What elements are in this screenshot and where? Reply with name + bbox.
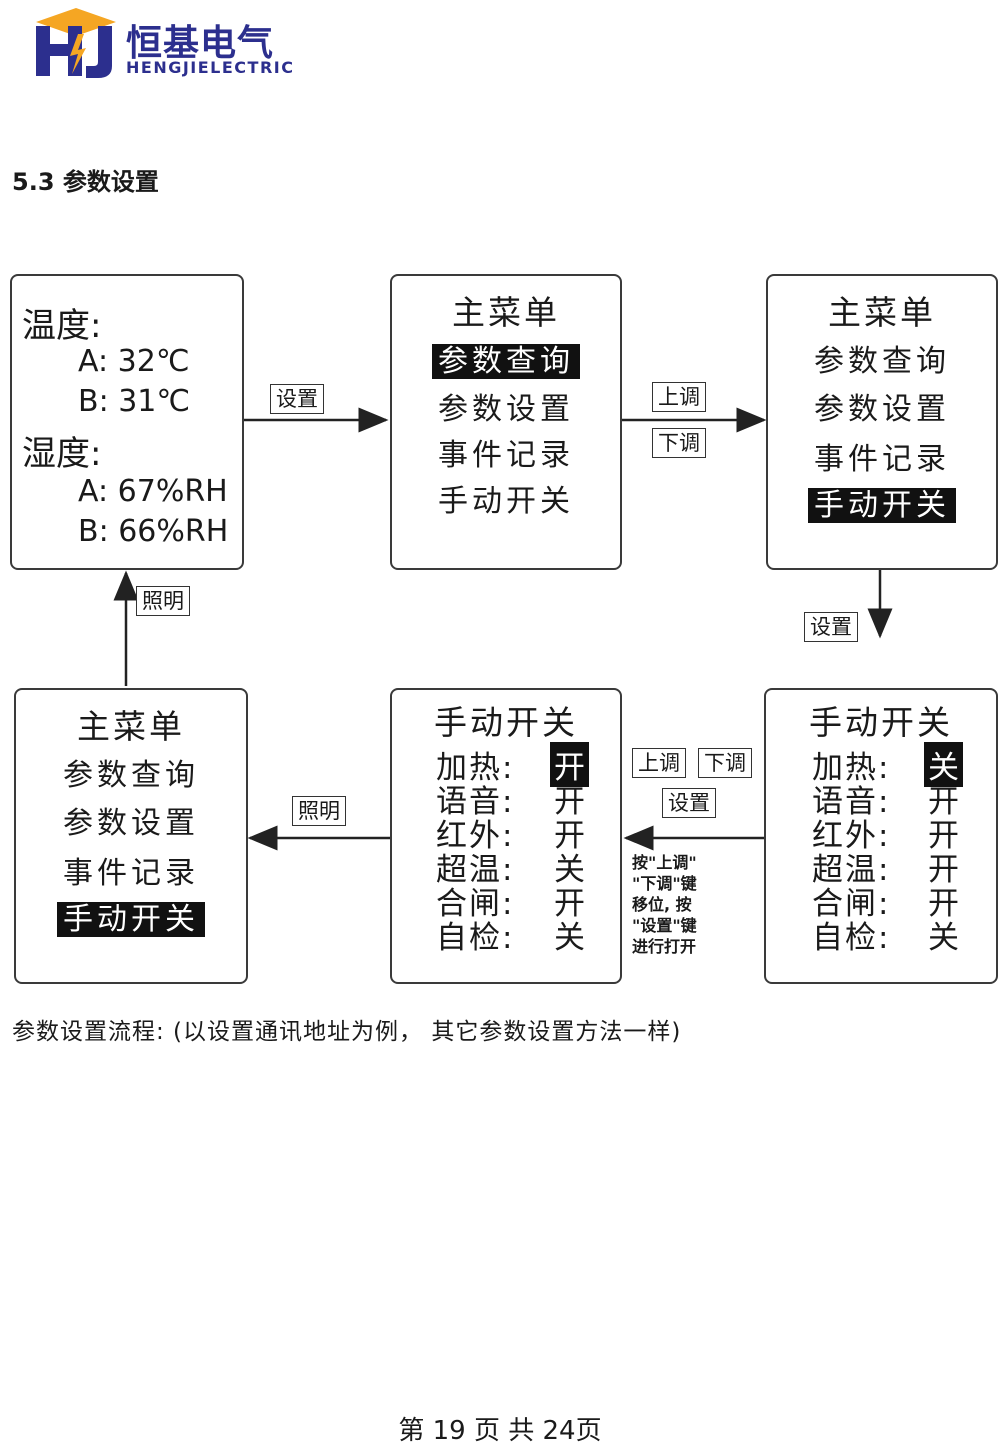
- menu2-item-query[interactable]: 参数查询: [814, 344, 950, 379]
- brand-name-en: HENGJIELECTRIC: [126, 58, 295, 77]
- key-set-1: 设置: [270, 384, 324, 414]
- manual-right-value-overtemp[interactable]: 开: [928, 852, 959, 888]
- manual-right-value-heating[interactable]: 关: [924, 742, 963, 787]
- key-light-1: 照明: [292, 796, 346, 826]
- menu2-item-manual[interactable]: 手动开关: [768, 480, 996, 524]
- manual-mid-value-infrared[interactable]: 开: [554, 818, 585, 854]
- manual-right-value-infrared[interactable]: 开: [928, 818, 959, 854]
- screen-manual-switch-right: 手动开关 加热: 关 语音: 开 红外: 开 超温: 开 合闸: 开 自检: 关: [764, 688, 998, 984]
- instruction-note: 按"上调" "下调"键 移位, 按 "设置"键 进行打开: [632, 853, 697, 956]
- manual-mid-value-voice[interactable]: 开: [554, 784, 585, 820]
- screen-main-menu-2: 主菜单 参数查询 参数设置 事件记录 手动开关: [766, 274, 998, 570]
- flow-arrows: [113, 407, 893, 851]
- logo-mark-icon: [36, 8, 116, 78]
- temp-b-value: B: 31℃: [78, 384, 191, 419]
- menu1-title: 主菜单: [452, 293, 560, 332]
- key-down-1: 下调: [652, 428, 706, 458]
- manual-right-value-selftest[interactable]: 关: [928, 920, 959, 956]
- temp-label: 温度:: [22, 306, 102, 346]
- manual-mid-label-selftest: 自检:: [436, 920, 515, 956]
- section-title: 5.3 参数设置: [12, 168, 159, 196]
- manual-mid-value-heating[interactable]: 开: [550, 742, 589, 787]
- key-set-2: 设置: [804, 612, 858, 642]
- key-down-2: 下调: [698, 748, 752, 778]
- manual-mid-value-overtemp[interactable]: 关: [554, 852, 585, 888]
- menu3-title: 主菜单: [77, 707, 185, 746]
- menu1-item-settings[interactable]: 参数设置: [438, 392, 574, 427]
- manual-mid-value-closing[interactable]: 开: [554, 886, 585, 922]
- key-up-1: 上调: [652, 382, 706, 412]
- humidity-a-value: A: 67%RH: [78, 474, 228, 509]
- menu3-item-settings[interactable]: 参数设置: [63, 806, 199, 841]
- key-set-3: 设置: [662, 788, 716, 818]
- humidity-label: 湿度:: [22, 434, 102, 474]
- menu3-item-events[interactable]: 事件记录: [63, 856, 199, 891]
- manual-right-title: 手动开关: [809, 703, 953, 742]
- key-light-2: 照明: [136, 586, 190, 616]
- manual-mid-label-heating: 加热:: [436, 750, 515, 786]
- manual-right-label-overtemp: 超温:: [812, 852, 891, 888]
- manual-right-value-voice[interactable]: 开: [928, 784, 959, 820]
- manual-right-label-selftest: 自检:: [812, 920, 891, 956]
- screen-main-menu-1: 主菜单 参数查询 参数设置 事件记录 手动开关: [390, 274, 622, 570]
- humidity-b-value: B: 66%RH: [78, 514, 229, 549]
- menu2-title: 主菜单: [828, 293, 936, 332]
- page-footer: 第 19 页 共 24页: [398, 1416, 602, 1446]
- manual-mid-label-overtemp: 超温:: [436, 852, 515, 888]
- manual-right-label-closing: 合闸:: [812, 886, 891, 922]
- manual-right-label-infrared: 红外:: [812, 818, 891, 854]
- manual-right-value-closing[interactable]: 开: [928, 886, 959, 922]
- manual-mid-title: 手动开关: [434, 703, 578, 742]
- temp-a-value: A: 32℃: [78, 344, 190, 379]
- manual-mid-label-infrared: 红外:: [436, 818, 515, 854]
- menu2-item-events[interactable]: 事件记录: [814, 442, 950, 477]
- company-logo: [28, 4, 328, 84]
- flow-caption: 参数设置流程: (以设置通讯地址为例， 其它参数设置方法一样): [12, 1019, 682, 1045]
- menu1-item-query[interactable]: 参数查询: [392, 336, 620, 380]
- menu1-item-events[interactable]: 事件记录: [438, 438, 574, 473]
- manual-mid-label-closing: 合闸:: [436, 886, 515, 922]
- menu1-item-manual[interactable]: 手动开关: [438, 484, 574, 519]
- screen-manual-switch-mid: 手动开关 加热: 开 语音: 开 红外: 开 超温: 关 合闸: 开 自检: 关: [390, 688, 622, 984]
- menu3-item-query[interactable]: 参数查询: [63, 758, 199, 793]
- manual-right-label-heating: 加热:: [812, 750, 891, 786]
- key-up-2: 上调: [632, 748, 686, 778]
- screen-temp-humidity: 温度: A: 32℃ B: 31℃ 湿度: A: 67%RH B: 66%RH: [10, 274, 244, 570]
- screen-main-menu-3: 主菜单 参数查询 参数设置 事件记录 手动开关: [14, 688, 248, 984]
- manual-mid-label-voice: 语音:: [436, 784, 515, 820]
- menu3-item-manual[interactable]: 手动开关: [16, 894, 246, 938]
- manual-mid-value-selftest[interactable]: 关: [554, 920, 585, 956]
- brand-name-cn: 恒基电气: [126, 23, 275, 64]
- menu2-item-settings[interactable]: 参数设置: [814, 392, 950, 427]
- manual-right-label-voice: 语音:: [812, 784, 891, 820]
